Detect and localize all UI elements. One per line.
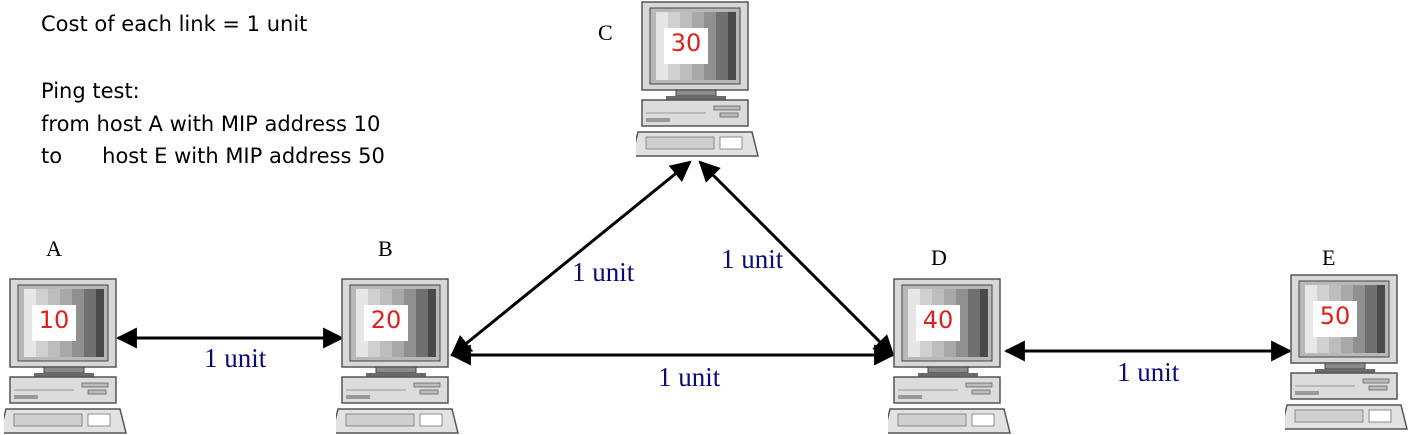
link-label-b-c: 1 unit	[572, 257, 635, 287]
computer-d: 40	[888, 277, 1011, 435]
computer-icon	[4, 278, 127, 434]
host-label-e: E	[1322, 245, 1336, 270]
computer-e: 50	[1285, 273, 1408, 433]
ping-to: to host E with MIP address 50	[41, 144, 385, 168]
host-label-b: B	[378, 236, 393, 261]
host-address-e: 50	[1319, 302, 1351, 330]
computer-icon	[636, 1, 759, 157]
link-b-c	[450, 160, 692, 357]
computer-b: 20	[336, 277, 459, 435]
host-address-d: 40	[922, 306, 954, 334]
computer-icon	[1285, 274, 1408, 430]
host-label-d: D	[931, 245, 947, 270]
link-label-a-b: 1 unit	[204, 343, 267, 373]
ping-from: from host A with MIP address 10	[41, 112, 381, 136]
ping-title: Ping test:	[41, 79, 140, 103]
computer-icon	[888, 278, 1011, 434]
cost-note: Cost of each link = 1 unit	[41, 12, 308, 36]
host-label-a: A	[46, 236, 62, 261]
link-c-d	[698, 160, 895, 357]
computer-icon	[336, 278, 459, 434]
link-label-b-d: 1 unit	[658, 362, 721, 392]
host-label-c: C	[598, 20, 613, 45]
computer-c: 30	[636, 0, 759, 160]
link-label-d-e: 1 unit	[1117, 357, 1180, 387]
computer-a: 10	[4, 277, 127, 435]
host-address-c: 30	[670, 29, 702, 57]
host-address-b: 20	[370, 306, 402, 334]
link-label-c-d: 1 unit	[721, 244, 784, 274]
host-address-a: 10	[38, 306, 70, 334]
